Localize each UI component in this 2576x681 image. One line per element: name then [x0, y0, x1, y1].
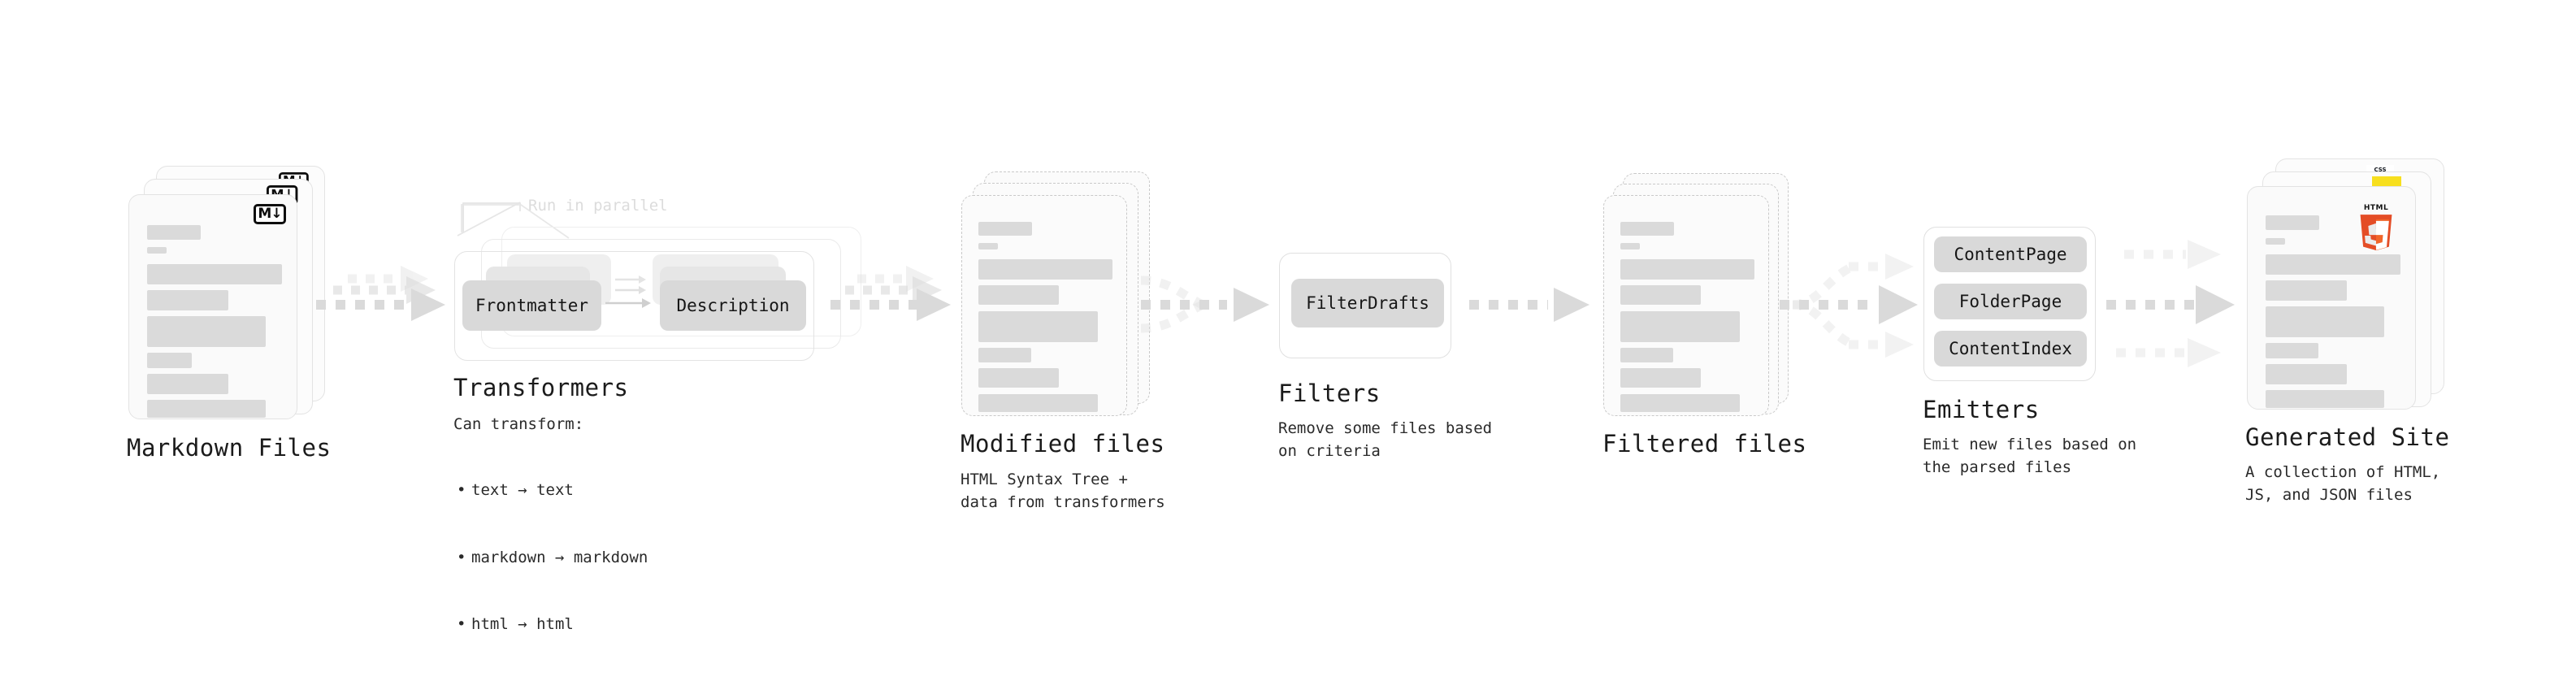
skeleton-line [2266, 343, 2318, 358]
skeleton-heading [147, 225, 201, 240]
stage-generated-site: CSS HTML Generated Si [0, 0, 2449, 504]
skeleton-line [1620, 394, 1740, 412]
skeleton-heading [2266, 215, 2319, 230]
transformer-group-front [454, 251, 814, 361]
emitter-chip-contentindex[interactable]: ContentIndex [1934, 331, 2087, 367]
list-item: • markdown → markdown [457, 547, 648, 570]
skeleton-subheading [147, 247, 167, 254]
site-card-front [2247, 186, 2416, 410]
skeleton-line [978, 348, 1031, 362]
stage-title-generated-site: Generated Site [2245, 423, 2450, 451]
stage-description-filters: Remove some files based on criteria [1278, 419, 1493, 460]
skeleton-heading [978, 222, 1032, 236]
skeleton-line [978, 259, 1112, 280]
filtered-card-front [1603, 195, 1769, 416]
stage-title-filtered-files: Filtered files [1602, 430, 1807, 458]
stage-description-transformers: Can transform: [453, 415, 584, 433]
stage-title-filters: Filters [1278, 380, 1381, 407]
bullet-icon: • [457, 615, 466, 634]
modified-card-front [961, 195, 1127, 416]
markdown-card-front [128, 194, 297, 419]
emitter-chip-contentpage[interactable]: ContentPage [1934, 236, 2087, 272]
arrow-modified-to-filters [1140, 275, 1269, 333]
skeleton-subheading [2266, 238, 2285, 245]
skeleton-line [2266, 280, 2347, 301]
transformer-chip-frontmatter[interactable]: Frontmatter [462, 280, 601, 331]
list-item: • html → html [457, 614, 648, 636]
arrow-filtered-to-emitters [1780, 254, 1918, 358]
skeleton-line [2266, 306, 2384, 337]
css3-badge-label: CSS [2374, 166, 2387, 173]
stage-description-modified-files: HTML Syntax Tree + data from transformer… [961, 471, 1165, 511]
list-item-label: text → text [471, 481, 574, 500]
skeleton-line [2266, 254, 2400, 275]
filter-chip-filterdrafts[interactable]: FilterDrafts [1291, 279, 1444, 327]
skeleton-heading [1620, 222, 1674, 236]
skeleton-line [978, 285, 1059, 305]
run-in-parallel-annotation: Run in parallel [528, 197, 668, 215]
skeleton-line [978, 368, 1059, 388]
skeleton-line [2266, 390, 2384, 408]
list-item-label: markdown → markdown [471, 548, 648, 566]
skeleton-line [1620, 259, 1754, 280]
html5-badge: HTML [2358, 204, 2394, 251]
transformer-chip-description[interactable]: Description [660, 280, 806, 331]
transformer-capability-list: • text → text • markdown → markdown • html … [457, 435, 648, 681]
stage-title-markdown-files: Markdown Files [127, 434, 332, 462]
stage-title-modified-files: Modified files [961, 430, 1165, 458]
skeleton-line [2266, 364, 2347, 384]
arrow-filters-to-filtered [1469, 288, 1589, 322]
skeleton-line [978, 394, 1098, 412]
skeleton-line [147, 353, 192, 368]
skeleton-line [1620, 285, 1701, 305]
stage-title-transformers: Transformers [453, 374, 629, 401]
skeleton-line [147, 290, 228, 310]
skeleton-line [147, 400, 266, 418]
skeleton-subheading [1620, 243, 1640, 249]
stage-description-emitters: Emit new files based on the parsed files [1923, 436, 2137, 476]
list-item-label: html → html [471, 615, 574, 634]
skeleton-subheading [978, 243, 998, 249]
skeleton-line [1620, 348, 1673, 362]
skeleton-line [1620, 368, 1701, 388]
markdown-badge: M↓ [254, 204, 286, 224]
bullet-icon: • [457, 481, 466, 500]
skeleton-line [978, 311, 1098, 342]
bullet-icon: • [457, 548, 466, 566]
stage-description-generated-site: A collection of HTML, JS, and JSON files [2245, 463, 2441, 504]
skeleton-line [1620, 311, 1740, 342]
list-item: • text → text [457, 479, 648, 502]
emitter-chip-folderpage[interactable]: FolderPage [1934, 284, 2087, 319]
skeleton-line [147, 264, 282, 284]
html5-badge-word: HTML [2363, 204, 2389, 212]
stage-title-emitters: Emitters [1923, 396, 2040, 423]
skeleton-line [147, 316, 266, 347]
arrow-emitters-to-site [2106, 240, 2235, 367]
arrow-markdown-to-transformers [316, 266, 445, 321]
skeleton-line [147, 374, 228, 394]
